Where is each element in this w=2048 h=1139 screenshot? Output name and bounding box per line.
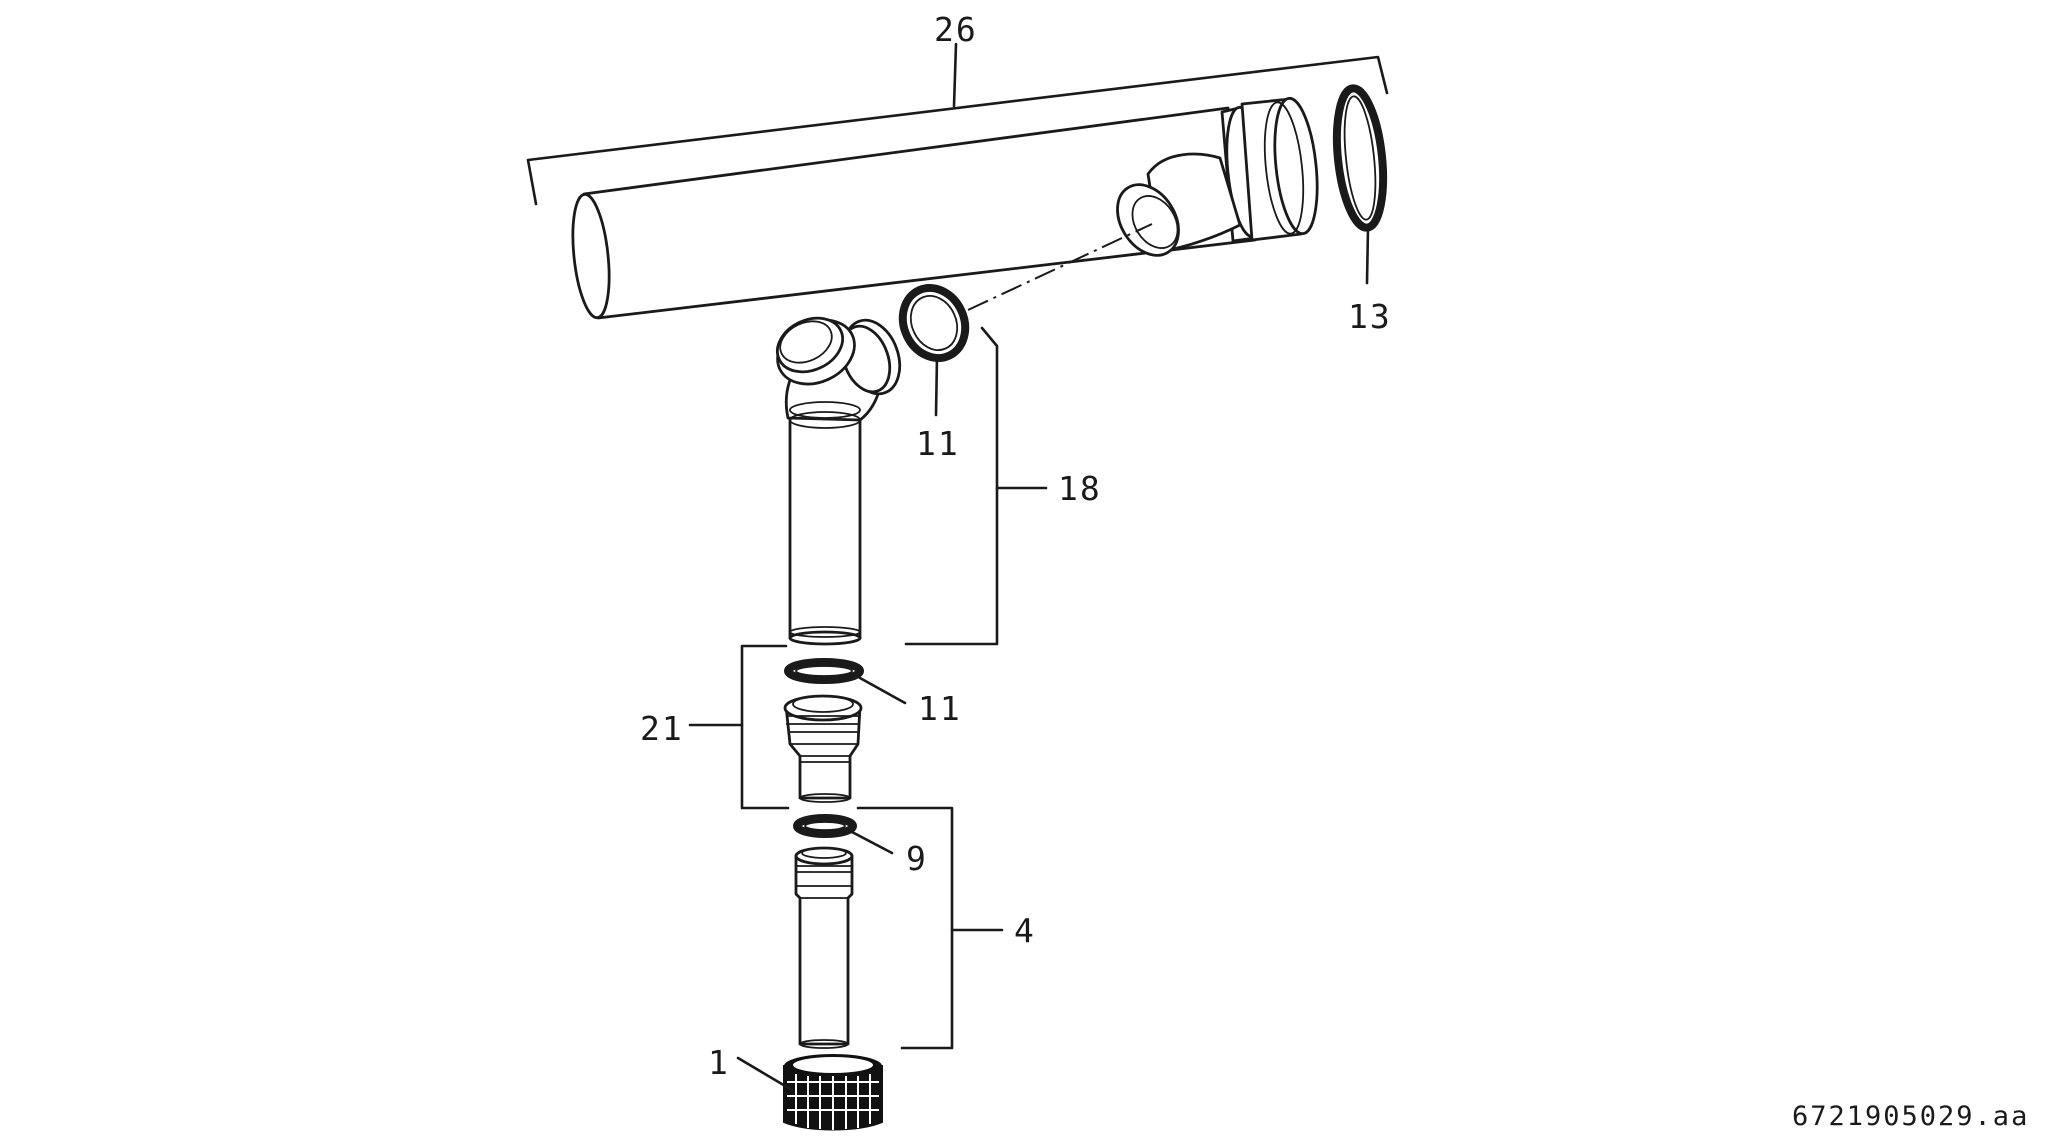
part-21-reducer bbox=[783, 694, 863, 803]
part-13-seal-ring: 13 bbox=[1332, 84, 1392, 336]
callout-9: 9 bbox=[906, 839, 928, 878]
part-11-seal-ring-upper: 11 bbox=[898, 283, 970, 463]
callout-13: 13 bbox=[1348, 297, 1392, 336]
bracket-18: 18 bbox=[904, 326, 1102, 646]
callout-18: 18 bbox=[1058, 469, 1102, 508]
part-26-flue-pipe bbox=[571, 96, 1319, 320]
callout-4: 4 bbox=[1014, 911, 1036, 950]
part-11-seal-ring-middle: 11 bbox=[784, 658, 962, 728]
callout-1: 1 bbox=[708, 1043, 730, 1082]
callout-11-middle: 11 bbox=[918, 689, 962, 728]
bracket-26: 26 bbox=[526, 10, 1389, 206]
callout-26: 26 bbox=[934, 10, 978, 49]
assembly-axis-line bbox=[967, 223, 1153, 311]
drawing-reference-code: 6721905029.aa bbox=[1792, 1101, 2029, 1132]
bracket-21: 21 bbox=[640, 644, 790, 810]
part-4-pipe-section bbox=[794, 846, 854, 1049]
bracket-4: 4 bbox=[856, 806, 1036, 1050]
part-18-elbow-pipe bbox=[776, 316, 902, 646]
callout-11-upper: 11 bbox=[916, 424, 960, 463]
callout-21: 21 bbox=[640, 709, 684, 748]
part-9-seal-ring: 9 bbox=[793, 814, 928, 878]
part-1-terminal-grille: 1 bbox=[708, 1043, 883, 1131]
